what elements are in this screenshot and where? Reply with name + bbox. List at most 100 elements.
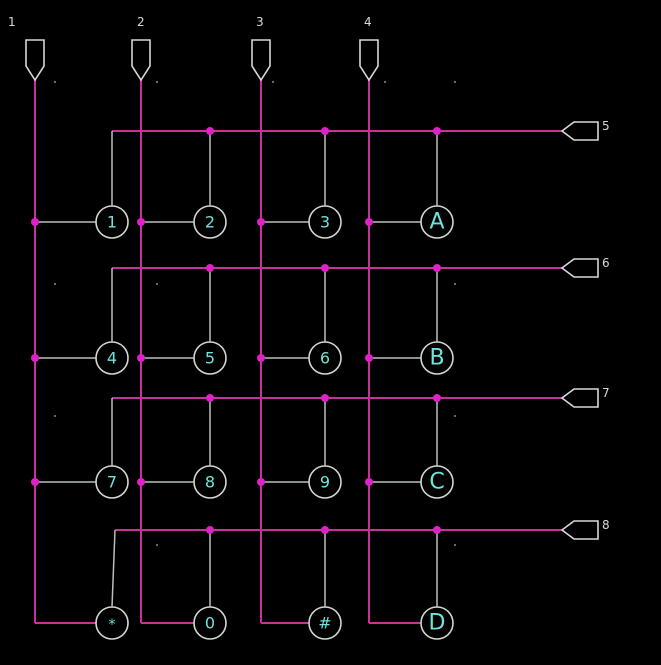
- key-B: B: [420, 341, 454, 375]
- column-connector-1: 1: [8, 15, 45, 82]
- key-label: *: [109, 617, 116, 633]
- column-junction: [365, 478, 373, 486]
- row-junction: [321, 526, 329, 534]
- connector-shape: [560, 388, 599, 408]
- row-connector-8: 8: [560, 518, 610, 540]
- row-junction: [321, 394, 329, 402]
- key-label: 9: [320, 473, 330, 492]
- key-C: C: [420, 465, 454, 499]
- key-circle: [420, 205, 454, 239]
- row-pin-label: 5: [602, 119, 610, 133]
- key-label: #: [318, 614, 331, 633]
- column-junction: [31, 478, 39, 486]
- column-connector-2: 2: [131, 15, 151, 82]
- grid-dot: [454, 81, 456, 83]
- grid-dot: [156, 544, 158, 546]
- row-junction: [433, 526, 441, 534]
- key-label: 2: [205, 213, 215, 232]
- row-junction: [206, 264, 214, 272]
- connectors-layer: 1 2 3 4 5 6 7 8: [8, 15, 610, 540]
- row-junction: [433, 394, 441, 402]
- key-circle: [193, 341, 227, 375]
- column-junction: [137, 354, 145, 362]
- connector-shape: [251, 39, 271, 82]
- column-junction: [31, 218, 39, 226]
- grid-dot: [156, 81, 158, 83]
- row-connector-6: 6: [560, 256, 610, 278]
- row-junction: [321, 127, 329, 135]
- grid-dot: [384, 81, 386, 83]
- key-label: 1: [107, 213, 117, 232]
- key-label: 8: [205, 473, 215, 492]
- column-connector-4: 4: [359, 15, 379, 82]
- column-connector-3: 3: [251, 15, 271, 82]
- row-junction: [433, 264, 441, 272]
- grid-dot: [54, 415, 56, 417]
- column-pin-label: 3: [256, 15, 264, 29]
- column-junction: [365, 354, 373, 362]
- column-junction: [137, 478, 145, 486]
- grid-dot: [454, 415, 456, 417]
- connector-shape: [560, 520, 599, 540]
- column-pin-label: 4: [364, 15, 372, 29]
- key-circle: [95, 606, 129, 640]
- connector-shape: [560, 121, 599, 141]
- row-junction: [206, 526, 214, 534]
- key-4: 4: [95, 341, 129, 375]
- row-pin-label: 8: [602, 518, 610, 532]
- key-circle: [308, 465, 342, 499]
- column-junction: [365, 218, 373, 226]
- key-label: 4: [107, 349, 117, 368]
- key-A: A: [420, 205, 454, 239]
- column-junction: [257, 478, 265, 486]
- key-circle: [308, 606, 342, 640]
- connector-shape: [25, 39, 45, 82]
- column-junction: [257, 354, 265, 362]
- row-connector-5: 5: [560, 119, 610, 141]
- connector-shape: [359, 39, 379, 82]
- key-label: 3: [320, 213, 330, 232]
- key-circle: [95, 205, 129, 239]
- column-junction: [31, 354, 39, 362]
- key-circle: [193, 205, 227, 239]
- key-label: D: [429, 611, 446, 636]
- grid-dot: [54, 283, 56, 285]
- key-label: 0: [205, 614, 215, 633]
- grid-dot: [272, 81, 274, 83]
- key-circle: [193, 465, 227, 499]
- key-circle: [420, 341, 454, 375]
- row-junction: [206, 394, 214, 402]
- key-circle: [308, 341, 342, 375]
- key-label: 7: [107, 473, 117, 492]
- column-pin-label: 2: [137, 15, 145, 29]
- grid-dot: [54, 81, 56, 83]
- key-label: 5: [205, 349, 215, 368]
- key-label: A: [429, 210, 444, 235]
- key-#: #: [308, 606, 342, 640]
- junctions-layer: [31, 81, 456, 546]
- column-junction: [257, 218, 265, 226]
- key-label: B: [429, 346, 444, 371]
- wires-layer: [34, 80, 562, 624]
- row-pin-label: 7: [602, 386, 610, 400]
- key-3: 3: [308, 205, 342, 239]
- column-junction: [137, 218, 145, 226]
- key-8: 8: [193, 465, 227, 499]
- row-junction: [206, 127, 214, 135]
- row-pin-label: 6: [602, 256, 610, 270]
- key-D: D: [420, 606, 454, 640]
- key-1: 1: [95, 205, 129, 239]
- key-label: 6: [320, 349, 330, 368]
- grid-dot: [454, 544, 456, 546]
- key-circle: [308, 205, 342, 239]
- row-junction: [321, 264, 329, 272]
- key-7: 7: [95, 465, 129, 499]
- row-drop-8-1: [111, 529, 116, 608]
- connector-shape: [560, 258, 599, 278]
- key-circle: [420, 606, 454, 640]
- key-*: *: [95, 606, 129, 640]
- key-2: 2: [193, 205, 227, 239]
- key-label: C: [429, 470, 444, 495]
- connector-shape: [131, 39, 151, 82]
